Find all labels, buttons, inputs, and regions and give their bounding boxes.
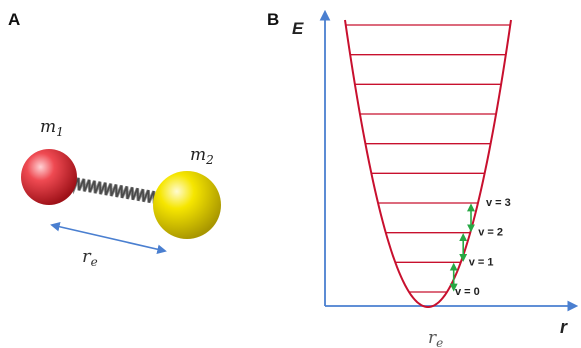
panel-b-label: B bbox=[267, 10, 280, 29]
panel-a-label: A bbox=[8, 10, 21, 29]
mass-1-label: m1 bbox=[40, 117, 64, 139]
mass-1-sphere bbox=[21, 149, 77, 205]
distance-label: re bbox=[82, 246, 98, 269]
mass-2-label: m2 bbox=[190, 145, 214, 167]
level-label-v1: v = 1 bbox=[469, 256, 494, 268]
potential-well-curve bbox=[344, 19, 512, 308]
level-label-v0: v = 0 bbox=[455, 286, 480, 298]
spring bbox=[70, 177, 161, 205]
x-tick-label: re bbox=[428, 328, 443, 348]
level-label-v3: v = 3 bbox=[486, 197, 511, 209]
distance-arrow bbox=[50, 222, 167, 254]
spring-coil bbox=[71, 177, 160, 204]
level-label-v2: v = 2 bbox=[478, 227, 503, 239]
mass-2-sphere bbox=[153, 171, 221, 239]
x-axis-label: r bbox=[560, 317, 568, 337]
y-axis-label: E bbox=[292, 19, 304, 38]
